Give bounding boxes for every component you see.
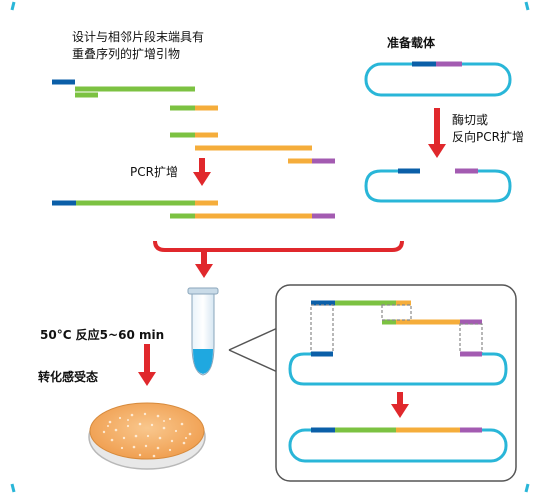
- bracket-icon: [153, 240, 404, 252]
- down-arrow-icon: [138, 344, 156, 386]
- reaction-condition-label: 50°C 反应5~60 min: [40, 328, 165, 342]
- pcr-tube-icon: [187, 287, 219, 376]
- primer-design-label: 设计与相邻片段末端具有: [72, 30, 205, 44]
- primer-fragments: [52, 79, 335, 164]
- frame-corners: [10, 1, 530, 493]
- vector-plasmid: [364, 62, 512, 97]
- prepare-vector-label: 准备载体: [387, 36, 436, 50]
- pcr-amplify-label: PCR扩增: [130, 165, 178, 179]
- digest-label-2: 反向PCR扩增: [452, 130, 524, 144]
- down-arrow-icon: [391, 392, 409, 418]
- primer-design-label-2: 重叠序列的扩增引物: [72, 47, 181, 61]
- down-arrow-icon: [193, 158, 211, 186]
- down-arrow-icon: [428, 108, 446, 158]
- digest-label: 酶切或: [452, 113, 489, 127]
- down-arrow-icon: [195, 252, 213, 278]
- transformation-label: 转化感受态: [38, 370, 99, 384]
- petri-dish-icon: [88, 402, 206, 470]
- pcr-products: [52, 200, 335, 219]
- linearized-vector: [364, 169, 512, 203]
- assembly-panel: [228, 284, 517, 482]
